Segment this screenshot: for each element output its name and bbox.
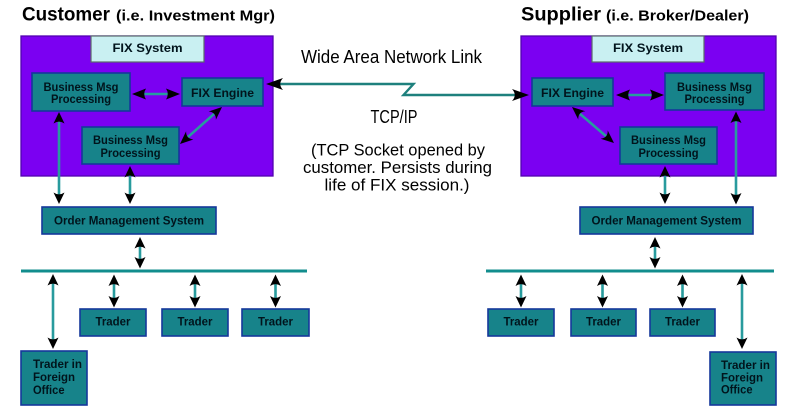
svg-text:Business Msg: Business Msg xyxy=(677,82,752,94)
svg-text:Foreign: Foreign xyxy=(721,373,763,385)
svg-text:TCP/IP: TCP/IP xyxy=(371,107,418,127)
svg-text:Processing: Processing xyxy=(101,148,161,160)
svg-text:Trader in: Trader in xyxy=(721,360,770,372)
svg-text:(TCP Socket opened by: (TCP Socket opened by xyxy=(311,142,486,160)
svg-text:Processing: Processing xyxy=(685,94,745,106)
svg-text:Trader: Trader xyxy=(586,317,622,329)
svg-text:Order Management System: Order Management System xyxy=(54,216,204,228)
svg-text:FIX Engine: FIX Engine xyxy=(191,88,254,100)
svg-text:(i.e. Broker/Dealer): (i.e. Broker/Dealer) xyxy=(606,9,749,25)
svg-text:Foreign: Foreign xyxy=(33,372,75,384)
svg-text:FIX System: FIX System xyxy=(613,43,683,55)
svg-text:Order Management System: Order Management System xyxy=(592,216,742,228)
svg-text:Trader: Trader xyxy=(178,317,214,329)
svg-text:(i.e. Investment Mgr): (i.e. Investment Mgr) xyxy=(116,9,275,25)
svg-text:Office: Office xyxy=(33,385,65,397)
svg-text:Trader in: Trader in xyxy=(33,359,82,371)
svg-text:Business Msg: Business Msg xyxy=(93,135,168,147)
svg-text:customer. Persists during: customer. Persists during xyxy=(303,159,492,177)
svg-text:Business Msg: Business Msg xyxy=(44,82,119,94)
svg-text:Trader: Trader xyxy=(665,317,701,329)
svg-text:FIX Engine: FIX Engine xyxy=(541,88,604,100)
svg-text:Supplier: Supplier xyxy=(521,4,601,26)
svg-text:life of FIX session.): life of FIX session.) xyxy=(325,177,470,195)
svg-text:Trader: Trader xyxy=(504,317,540,329)
svg-text:Trader: Trader xyxy=(258,317,294,329)
svg-text:Processing: Processing xyxy=(639,148,699,160)
svg-text:FIX System: FIX System xyxy=(113,43,183,55)
svg-text:Trader: Trader xyxy=(96,317,132,329)
svg-text:Processing: Processing xyxy=(51,94,111,106)
svg-text:Customer: Customer xyxy=(22,4,110,26)
svg-text:Business Msg: Business Msg xyxy=(631,135,706,147)
svg-text:Office: Office xyxy=(721,385,753,397)
svg-text:Wide Area Network Link: Wide Area Network Link xyxy=(301,47,483,67)
